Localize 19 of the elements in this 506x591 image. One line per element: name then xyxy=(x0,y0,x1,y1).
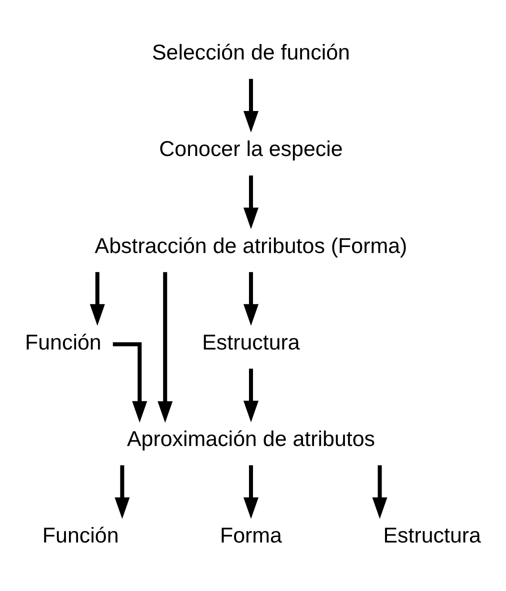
node-text: Estructura xyxy=(383,523,481,548)
node-text: Función xyxy=(25,330,102,354)
arrow xyxy=(243,78,259,132)
node-text: Selección de función xyxy=(152,40,350,64)
arrow xyxy=(243,368,259,422)
arrow xyxy=(114,464,130,518)
node-text: Abstracción de atributos (Forma) xyxy=(94,233,408,258)
node-text: Forma xyxy=(220,523,282,548)
arrow xyxy=(90,272,105,326)
node-text: Conocer la especie xyxy=(159,136,343,161)
arrow xyxy=(243,174,259,229)
arrow xyxy=(243,272,259,326)
node-text: Función xyxy=(42,523,119,548)
arrow xyxy=(158,272,173,422)
arrow xyxy=(112,342,148,422)
arrow xyxy=(243,464,259,518)
node-text: Aproximación de atributos xyxy=(126,426,376,450)
arrow xyxy=(372,464,388,518)
node-text: Estructura xyxy=(202,330,300,354)
